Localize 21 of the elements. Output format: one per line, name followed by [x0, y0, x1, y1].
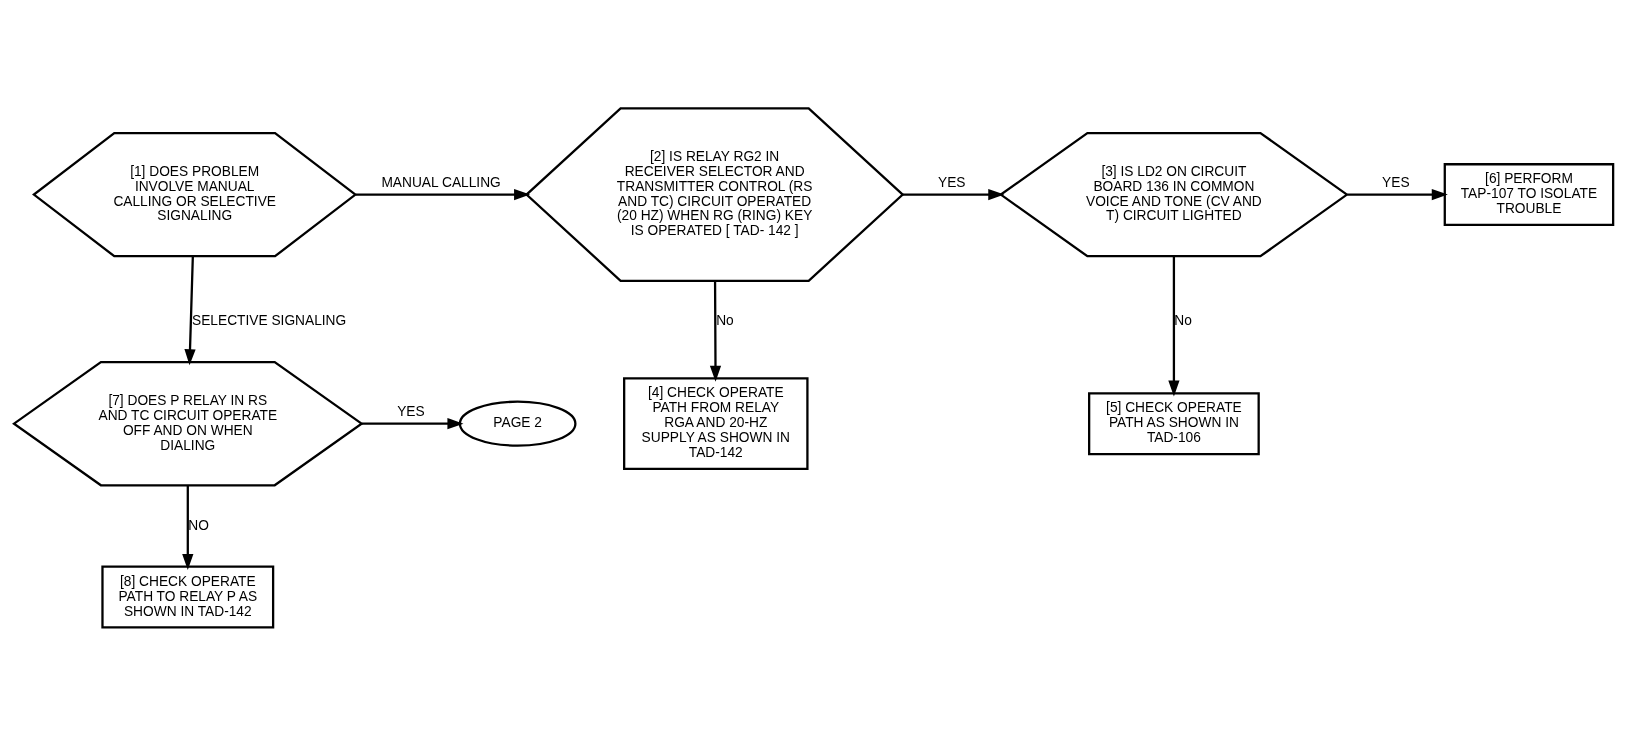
node-box: [8] CHECK OPERATE PATH TO RELAY P AS SHOWN IN TAD-142: [101, 565, 275, 629]
node-box: [4] CHECK OPERATE PATH FROM RELAY RGA AND 20-HZ SUPPLY AS SHOWN IN TAD-142: [623, 377, 809, 471]
node-box: [5] CHECK OPERATE PATH AS SHOWN IN TAD-106: [1088, 392, 1260, 456]
arrow: [709, 280, 722, 382]
arrow: [902, 189, 1005, 201]
edge-label: No: [716, 312, 734, 328]
arrow: [361, 418, 464, 430]
arrow: [355, 189, 531, 201]
edge-label: No: [1174, 312, 1192, 328]
node-box: [6] PERFORM TAP-107 TO ISOLATE TROUBLE: [1443, 163, 1615, 227]
arrow: [184, 256, 196, 366]
edge-label: MANUAL CALLING: [381, 175, 501, 191]
arrow: [1347, 189, 1448, 201]
arrow: [182, 485, 194, 570]
arrow: [1168, 256, 1180, 397]
edge-label: NO: [188, 517, 209, 533]
edge-label: YES: [397, 404, 425, 420]
edge-label: YES: [1382, 175, 1410, 191]
node-ellipse: PAGE 2: [458, 400, 577, 447]
edge-label: YES: [938, 175, 966, 191]
edge-label: SELECTIVE SIGNALING: [192, 312, 347, 328]
